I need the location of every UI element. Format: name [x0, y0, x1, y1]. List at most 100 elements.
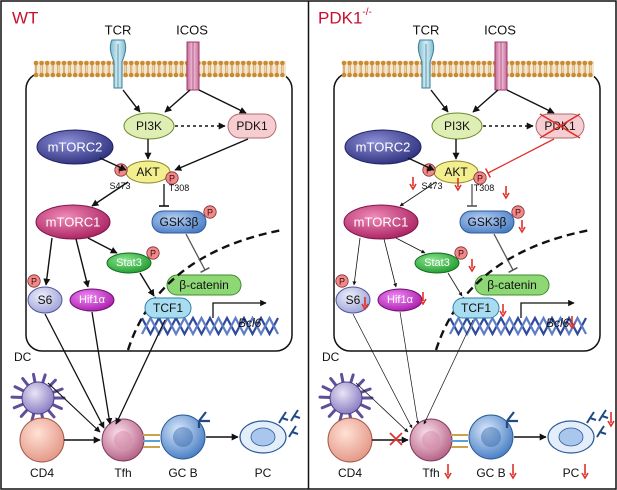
decrease-arrow-icon [581, 464, 589, 480]
inhibition-bar [508, 266, 518, 274]
tfh-label: Tfh [114, 466, 131, 480]
bcl6-promoter-arrow [520, 299, 575, 318]
phospho-p-icon: P [203, 205, 217, 219]
dc-label: DC [14, 350, 32, 364]
s473-label: S473 [421, 181, 442, 191]
pdk1-node [227, 113, 277, 139]
cd4-cell [19, 417, 65, 463]
mtorc2-label: mTORC2 [356, 140, 411, 155]
gc-b-label: GC B [476, 466, 505, 480]
stat3-to-tcf1-arrow [447, 272, 463, 297]
decrease-arrow-icon [518, 220, 526, 234]
decrease-arrow-icon [454, 178, 462, 192]
hif1a-to-tfh-arrow [399, 311, 420, 425]
icos-label: ICOS [176, 23, 208, 38]
s6-label: S6 [38, 293, 53, 307]
pi3k-label: PI3K [136, 119, 162, 133]
phospho-p-icon: P [473, 171, 487, 185]
tfh-nucleus [114, 431, 132, 449]
mtorc1-node [343, 204, 419, 240]
svg-text:P: P [515, 208, 521, 218]
panel-title: PDK1-/- [318, 7, 372, 28]
tcf1-to-tfh-arrow [115, 319, 166, 425]
gc-b-nucleus [173, 427, 193, 447]
tfh-gcb-synapse [451, 434, 468, 448]
cd4-label: CD4 [338, 466, 362, 480]
gsk3b-node [459, 210, 515, 234]
pdk1-knockout-panel: PDK1-/-TCRICOSPI3KPDK1mTORC2AKTPPS473T30… [318, 7, 615, 480]
mtorc2-to-akt-arrow [407, 157, 435, 171]
bcr-icon [505, 411, 518, 428]
panel-title: WT [12, 9, 38, 28]
decrease-arrow-icon [502, 186, 510, 200]
tcf1-label: TCF1 [153, 301, 183, 315]
svg-text:P: P [339, 277, 345, 287]
phospho-p-icon: P [511, 205, 525, 219]
gsk3b-node [151, 210, 207, 234]
gsk3b-inhibits-beta-catenin [493, 233, 514, 271]
stat3-label: Stat3 [424, 257, 450, 269]
pdk1-loss-inhibition [487, 138, 555, 174]
s6-node [335, 286, 371, 314]
t308-label: T308 [169, 183, 190, 193]
beta-catenin-node [474, 274, 550, 296]
stat3-node [414, 252, 460, 274]
hif1a-label: Hif1α [79, 294, 106, 306]
tcf1-node [144, 297, 192, 319]
tcr-label: TCR [105, 23, 132, 38]
bcl6-promoter-arrow [212, 299, 267, 318]
mtorc1-to-s6-arrow [43, 237, 53, 286]
inhibition-bar [200, 266, 210, 274]
phospho-p-icon: P [27, 274, 41, 288]
hif1a-node [69, 288, 115, 312]
akt-to-mtorc1-arrow [91, 181, 129, 207]
svg-text:P: P [458, 249, 464, 259]
decrease-arrow-icon [499, 304, 507, 318]
svg-text:P: P [477, 174, 483, 184]
beta-catenin-label: β-catenin [179, 278, 229, 292]
decrease-arrow-icon [468, 259, 476, 273]
pc-label: PC [255, 466, 272, 480]
stat3-label: Stat3 [116, 257, 142, 269]
pc-label: PC [563, 466, 580, 480]
mtorc2-node [36, 129, 114, 165]
icos-to-pi3k-arrow [164, 89, 191, 113]
mtorc1-label: mTORC1 [46, 215, 101, 230]
icos-label: ICOS [484, 23, 516, 38]
icos-receptor [494, 41, 508, 91]
s473-label: S473 [109, 181, 130, 191]
dc-label: DC [322, 350, 340, 364]
pi3k-node [123, 112, 175, 140]
stat3-to-tcf1-arrow [139, 272, 155, 297]
hif1a-node [377, 288, 423, 312]
mtorc1-to-s6-arrow [352, 237, 361, 286]
tcr-to-pi3k-arrow [430, 89, 449, 113]
phospho-p-icon: P [146, 246, 160, 260]
bcr-icon [197, 411, 210, 428]
gsk3b-label: GSK3β [468, 215, 507, 229]
s6-label: S6 [346, 293, 361, 307]
mtorc1-node [35, 204, 111, 240]
icos-receptor [186, 41, 200, 91]
decrease-arrow-icon [361, 297, 369, 311]
decrease-arrow-icon [409, 177, 417, 191]
decrease-arrow-icon [419, 292, 427, 306]
dna-helix [449, 315, 587, 337]
cd4-label: CD4 [30, 466, 54, 480]
bcl6-label: Bcl6 [238, 316, 262, 330]
pdk1-label: PDK1 [236, 119, 268, 133]
gc-b-label: GC B [168, 466, 197, 480]
tcf1-node [452, 297, 500, 319]
s6-node [27, 286, 63, 314]
dna-helix [141, 315, 279, 337]
mtorc1-to-stat3-arrow [87, 237, 118, 254]
mtorc1-to-stat3-arrow [395, 237, 426, 254]
tcr-receptor [417, 39, 435, 89]
mtorc2-to-akt-arrow [99, 157, 127, 171]
decrease-arrow-icon [444, 464, 452, 480]
pdk1-to-akt-arrow [174, 138, 249, 171]
pi3k-node [431, 112, 483, 140]
mtorc1-to-hif1a-arrow [75, 238, 90, 288]
decrease-arrow-icon [607, 412, 615, 428]
